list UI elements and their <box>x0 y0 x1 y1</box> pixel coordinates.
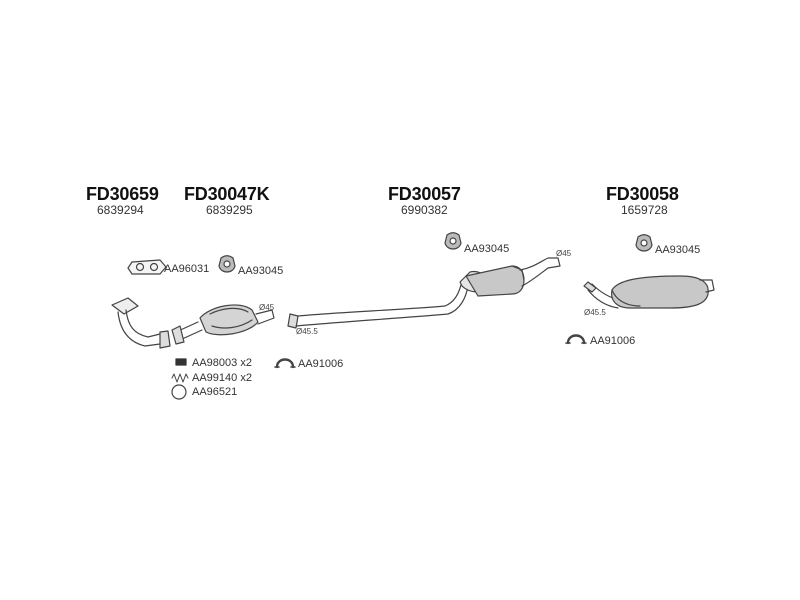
part-number-fd30047k: 6839295 <box>206 203 253 217</box>
clamp-icon <box>274 358 296 369</box>
ring-icon <box>171 384 187 400</box>
label-ring: AA96521 <box>192 386 238 398</box>
part-code-fd30058: FD30058 <box>606 184 679 204</box>
catalytic-converter <box>171 304 275 345</box>
center-pipe-silencer <box>287 257 561 329</box>
label-clamp-b: AA91006 <box>590 335 636 347</box>
label-clamp-a: AA91006 <box>298 358 344 370</box>
rubber-mount-icon <box>635 234 653 252</box>
clamp-icon <box>565 334 587 345</box>
label-bolts: AA98003 x2 <box>192 357 252 369</box>
rubber-mount-icon <box>444 232 462 250</box>
label-mount-c: AA93045 <box>655 244 701 256</box>
label-springs: AA99140 x2 <box>192 372 252 384</box>
dim-outlet-mid: Ø45 <box>556 249 572 258</box>
front-downpipe <box>111 297 171 349</box>
bolts-code: AA98003 <box>192 357 238 369</box>
part-code-fd30047k: FD30047K <box>184 184 270 204</box>
part-number-fd30057: 6990382 <box>401 203 448 217</box>
label-gasket: AA96031 <box>164 263 210 275</box>
springs-qty: x2 <box>240 372 252 384</box>
part-number-fd30659: 6839294 <box>97 203 144 217</box>
spring-icon <box>171 373 189 383</box>
part-number-fd30058: 1659728 <box>621 203 668 217</box>
bolts-qty: x2 <box>240 357 252 369</box>
rear-silencer <box>583 275 715 309</box>
label-mount-b: AA93045 <box>464 243 510 255</box>
rubber-mount-icon <box>218 255 236 273</box>
dim-inlet-rear: Ø45.5 <box>584 308 606 317</box>
dim-inlet-pipe: Ø45.5 <box>296 327 318 336</box>
dim-inlet-cat: Ø45 <box>259 303 275 312</box>
springs-code: AA99140 <box>192 372 238 384</box>
label-mount-a: AA93045 <box>238 265 284 277</box>
gasket-icon <box>127 259 167 275</box>
part-code-fd30057: FD30057 <box>388 184 461 204</box>
bolts-icon <box>175 358 187 366</box>
part-code-fd30659: FD30659 <box>86 184 159 204</box>
